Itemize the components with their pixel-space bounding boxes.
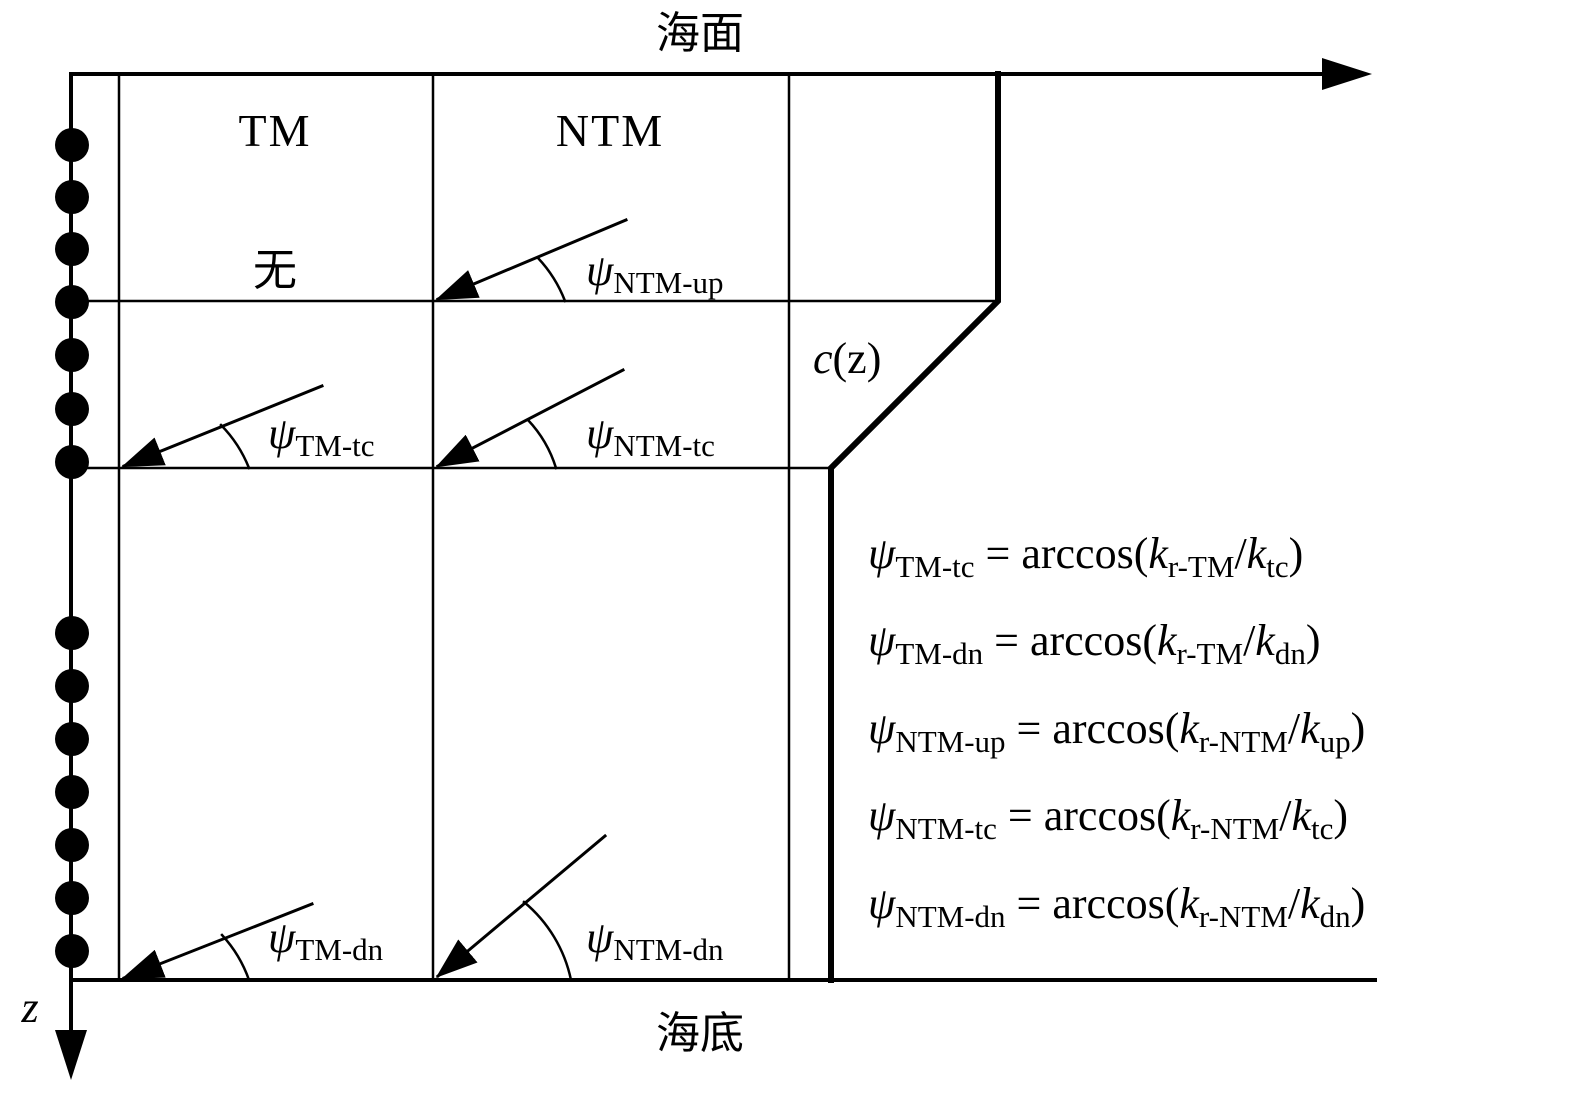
receiver-element [55, 775, 89, 809]
receiver-element [55, 616, 89, 650]
sea-surface-arrowhead [1322, 58, 1372, 90]
formula-row: ψNTM-dn = arccos(kr-NTM/kdn) [868, 879, 1365, 934]
sea-surface-label: 海面 [656, 8, 744, 59]
formula-row: ψNTM-up = arccos(kr-NTM/kup) [868, 704, 1365, 759]
receiver-element [55, 232, 89, 266]
angle-label-ntm-up: ψNTM-up [586, 246, 724, 300]
angle-label-tm-dn: ψTM-dn [268, 913, 384, 967]
receiver-element [55, 128, 89, 162]
receiver-element [55, 881, 89, 915]
receiver-element [55, 338, 89, 372]
receiver-element [55, 934, 89, 968]
angle-arc-tm-dn [220, 933, 251, 982]
angle-arc-tm-tc [219, 423, 251, 470]
sound-speed-label: c(z) [813, 334, 881, 383]
angle-label-ntm-dn: ψNTM-dn [586, 913, 724, 967]
receiver-element [55, 445, 89, 479]
receiver-element [55, 722, 89, 756]
receiver-element [55, 828, 89, 862]
seabed-label: 海底 [656, 1008, 744, 1059]
depth-axis-label: z [20, 983, 38, 1032]
receiver-element [55, 285, 89, 319]
formula-block: ψTM-tc = arccos(kr-TM/ktc) ψTM-dn = arcc… [868, 529, 1365, 934]
angle-arc-ntm-dn [522, 900, 573, 982]
depth-axis-arrowhead [55, 1030, 87, 1080]
receiver-element [55, 669, 89, 703]
ray-tm-dn [121, 902, 314, 980]
formula-row: ψNTM-tc = arccos(kr-NTM/ktc) [868, 791, 1348, 846]
sound-speed-profile [828, 71, 1001, 983]
ray-ntm-tc [435, 367, 626, 469]
receiver-array [55, 128, 89, 968]
receiver-element [55, 180, 89, 214]
formula-row: ψTM-tc = arccos(kr-TM/ktc) [868, 529, 1303, 584]
column-header-tm: TM [239, 105, 312, 156]
angle-label-ntm-tc: ψNTM-tc [586, 409, 715, 463]
ray-ntm-up [435, 218, 628, 301]
angle-arc-ntm-up [536, 256, 567, 303]
column-header-ntm: NTM [556, 105, 664, 156]
formula-row: ψTM-dn = arccos(kr-TM/kdn) [868, 616, 1320, 671]
no-upper-tm-label: 无 [253, 245, 297, 296]
receiver-element [55, 392, 89, 426]
angle-label-tm-tc: ψTM-tc [268, 409, 375, 463]
ray-ntm-dn [435, 833, 608, 979]
angle-arc-ntm-tc [526, 418, 558, 470]
